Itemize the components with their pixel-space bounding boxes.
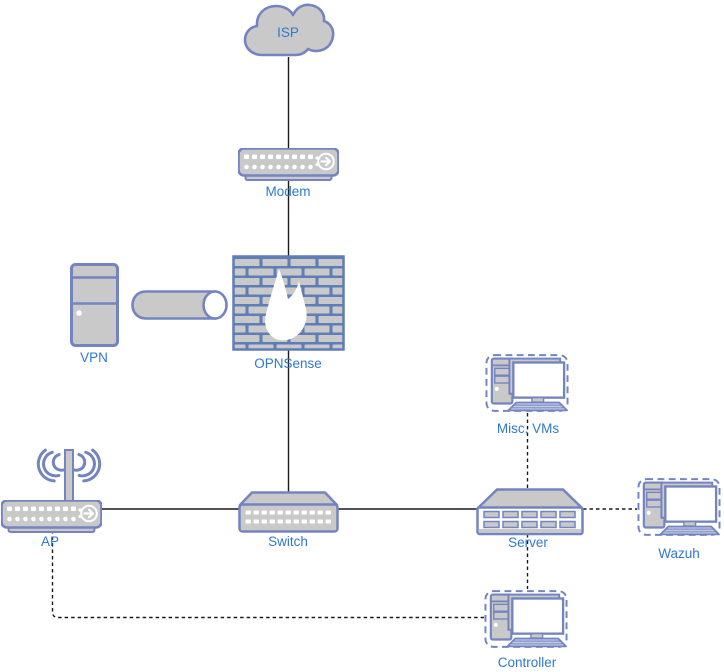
node-opnsense[interactable]: OPNSense — [232, 255, 345, 372]
node-label-modem: Modem — [265, 184, 310, 199]
modem-icon — [238, 148, 339, 181]
virtual-machine-icon — [484, 589, 568, 649]
node-label-misc-vms: Misc. VMs — [497, 421, 559, 436]
edge-ap-controller — [51, 530, 484, 619]
node-vpn-tunnel[interactable] — [131, 290, 228, 320]
pipe-opening — [202, 290, 228, 320]
node-label-ap: AP — [41, 534, 59, 549]
server-tower-icon — [70, 263, 119, 347]
node-label-isp: ISP — [277, 25, 299, 40]
pipe-icon — [131, 290, 217, 320]
virtual-machine-icon — [637, 477, 721, 537]
node-label-vpn: VPN — [80, 350, 108, 365]
node-label-wazuh: Wazuh — [658, 546, 700, 561]
node-label-switch: Switch — [268, 534, 308, 549]
node-ap[interactable]: AP — [1, 447, 104, 549]
switch-icon — [238, 491, 339, 533]
node-wazuh[interactable]: Wazuh — [637, 477, 721, 561]
wireless-antenna-icon — [36, 448, 102, 503]
access-point-icon — [1, 500, 102, 533]
node-label-opnsense: OPNSense — [254, 356, 322, 371]
cloud-icon — [243, 3, 335, 57]
flame-icon — [265, 269, 307, 341]
virtual-machine-icon — [485, 353, 569, 413]
node-server[interactable]: Server — [476, 488, 584, 551]
node-modem[interactable]: Modem — [238, 148, 339, 200]
node-label-server: Server — [508, 535, 548, 550]
node-misc-vms[interactable]: Misc. VMs — [485, 353, 569, 436]
node-controller[interactable]: Controller — [484, 589, 568, 670]
node-vpn[interactable]: VPN — [70, 263, 119, 366]
node-isp[interactable]: ISP — [243, 3, 335, 57]
node-label-controller: Controller — [498, 655, 557, 670]
rack-server-icon — [476, 488, 584, 536]
node-switch[interactable]: Switch — [238, 491, 339, 550]
